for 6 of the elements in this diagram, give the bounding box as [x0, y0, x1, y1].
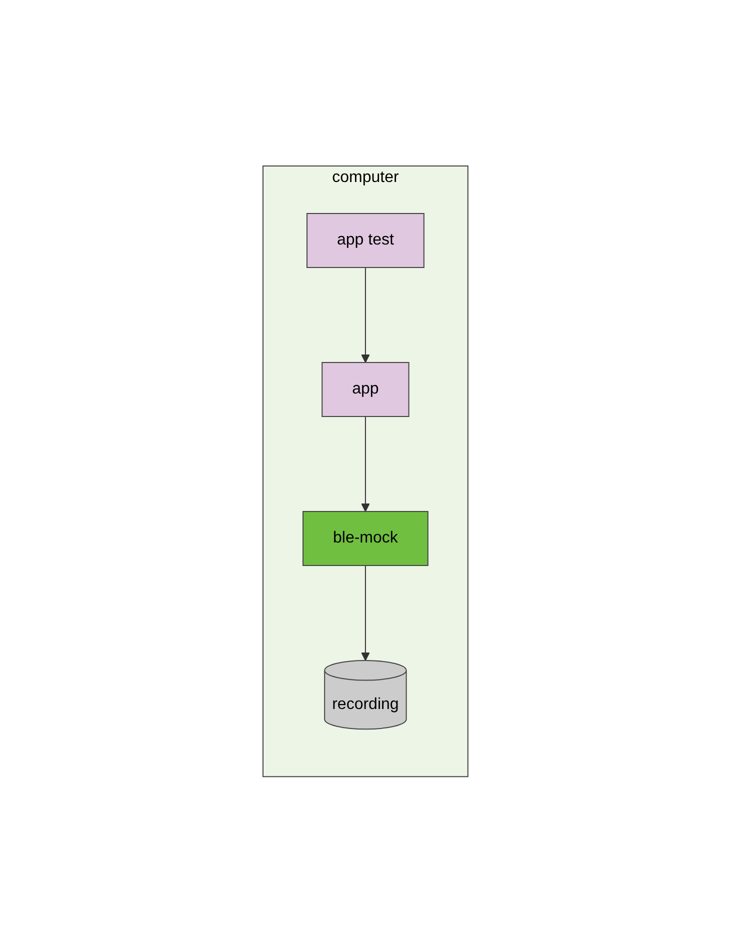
- arrow: [360, 267, 370, 364]
- arrow: [360, 565, 370, 662]
- node-box: ble-mock: [302, 511, 428, 566]
- node-box: app: [321, 362, 409, 418]
- arrow: [360, 416, 370, 512]
- node-box: app test: [306, 213, 424, 268]
